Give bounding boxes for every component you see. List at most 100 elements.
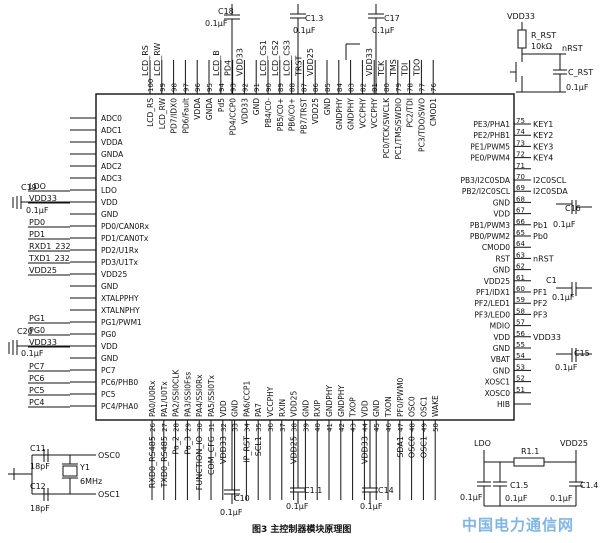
top-pin-11-num: 89 <box>277 83 285 92</box>
top-pin-23-num: 77 <box>418 83 426 92</box>
c15-val: 0.1μF <box>555 363 578 372</box>
right-pin-5-name: PB3/I2C0SDA <box>461 176 511 185</box>
bottom-pin-24-num: 50 <box>432 423 440 432</box>
top-pin-15-name: GND <box>323 98 332 115</box>
top-pin-6-name: Pd5 <box>217 98 226 112</box>
top-pin-13-name: PB7/TRST <box>299 98 308 135</box>
left-pin-0-name: ADC0 <box>101 114 122 123</box>
top-pin-11-name: PB5/C0+ <box>276 98 285 131</box>
right-pin-18-name: MDIO <box>490 322 510 331</box>
top-pin-12-net: LCD_CS3 <box>283 40 292 76</box>
capacitor-c17: C17 0.1μF <box>345 4 400 94</box>
right-pin-25-name: HIB <box>497 400 510 409</box>
c1-4-ref: C1.4 <box>580 481 598 490</box>
crst-ref: C_RST <box>568 68 593 77</box>
bottom-pin-1-name: PA1/U0Tx <box>160 381 169 417</box>
right-pin-13-name: GND <box>493 266 510 275</box>
top-pin-0-num: 100 <box>147 79 155 92</box>
c16-ref: C16 <box>565 204 581 213</box>
bottom-pin-10-num: 36 <box>267 422 275 431</box>
top-pin-1-num: 99 <box>159 83 167 92</box>
left-pin-22-net: PC6 <box>29 374 45 383</box>
right-pin-16-name: PF2/LED1 <box>474 299 510 308</box>
left-pin-3-name: GNDA <box>101 150 124 159</box>
right-pin-3-net: KEY4 <box>533 154 553 163</box>
top-pin-1-name: LCD_RW <box>158 97 167 129</box>
bottom-pin-11-num: 37 <box>279 423 287 432</box>
resistor-r1-1 <box>513 457 545 467</box>
right-pin-24-num: 51 <box>516 386 525 394</box>
top-pin-9-name: GND <box>252 98 261 115</box>
top-pin-1-net: LCD_RW <box>153 43 162 76</box>
c20-val: 0.1μF <box>21 349 44 358</box>
right-pin-12-name: RST <box>495 254 510 263</box>
left-pin-19-net: VDD33 <box>29 338 57 347</box>
bottom-pin-18-name: VDD <box>360 400 369 417</box>
top-pin-18-name: VCCPHY <box>358 98 367 129</box>
right-pin-9-num: 66 <box>516 218 525 226</box>
capacitor-c1-1: C1.1 0.1μF <box>286 420 322 511</box>
resistor-rrst <box>517 29 527 49</box>
bottom-pin-21-name: PF0/PWM0 <box>396 377 405 417</box>
bottom-pin-3-name: PA3/SSI0Fss <box>183 372 192 417</box>
top-pin-21-num: 79 <box>395 83 403 92</box>
top-pin-22-net: TDI <box>401 63 410 77</box>
top-pin-6-num: 94 <box>218 83 226 92</box>
right-pin-7-name: GND <box>493 198 510 207</box>
bottom-pin-13-name: GND <box>301 400 310 417</box>
left-pin-5-name: ADC3 <box>101 174 122 183</box>
c1-ref: C1 <box>546 276 557 285</box>
top-pin-11-net: LCD_CS2 <box>271 40 280 76</box>
top-pin-23-name: PC3/TDO/SWO <box>417 98 426 152</box>
right-pin-9-net: Pb1 <box>533 221 548 230</box>
vdd25-label: VDD25 <box>560 439 588 448</box>
c17-ref: C17 <box>384 14 400 23</box>
ldo-cap-val: 0.1μF <box>460 493 483 502</box>
left-pin-4-name: ADC2 <box>101 162 122 171</box>
left-pin-18-net: PG0 <box>29 326 45 335</box>
c1-1-val: 0.1μF <box>286 502 309 511</box>
bottom-pin-15-name: GNDPHY <box>325 385 334 417</box>
bottom-pin-19-num: 45 <box>373 423 381 432</box>
top-pin-22-name: PC2/TDI <box>406 98 415 128</box>
r1-1-ref: R1.1 <box>521 447 539 456</box>
top-pin-12-num: 88 <box>289 83 297 92</box>
right-pin-1-net: KEY2 <box>533 131 553 140</box>
top-pin-24-name: CMOD1 <box>429 98 438 126</box>
reset-vdd33-label: VDD33 <box>507 12 535 21</box>
left-pin-17-name: PG1/PWM1 <box>101 318 142 327</box>
bottom-pin-14-num: 40 <box>314 423 322 432</box>
figure-caption: 图3 主控制器模块原理图 <box>252 523 351 535</box>
bottom-pin-0-num: 26 <box>149 422 157 431</box>
right-pin-6-num: 69 <box>516 184 525 192</box>
top-pin-17-num: 83 <box>348 83 356 92</box>
y1-val: 6MHz <box>80 477 102 486</box>
bottom-pin-5-name: PA5/SSI0Tx <box>207 374 216 417</box>
bottom-pin-group: PA0/U0Rx26RXD0_RS485PA1/U0Tx27TXD0_RS485… <box>148 369 440 500</box>
bottom-pin-6-name: VDD <box>219 400 228 417</box>
top-pin-4-name: VDDA <box>193 97 202 120</box>
top-pin-20-name: PC0/TCK/SWCLK <box>382 97 391 158</box>
bottom-pin-7-name: GND <box>231 400 240 417</box>
top-pin-14-name: VDD25 <box>311 98 320 124</box>
right-pin-14-num: 61 <box>516 274 525 282</box>
left-pin-7-name: VDD <box>101 198 118 207</box>
right-pin-19-num: 56 <box>516 330 525 338</box>
c14-ref: C14 <box>378 486 394 495</box>
right-pin-16-num: 59 <box>516 296 525 304</box>
left-pin-15-name: XTALPPHY <box>101 294 139 303</box>
right-pin-10-net: Pb0 <box>533 232 548 241</box>
right-pin-22-num: 53 <box>516 363 525 371</box>
right-pin-24-name: XOSC0 <box>485 389 511 398</box>
right-pin-20-name: GND <box>493 344 510 353</box>
right-pin-17-num: 58 <box>516 307 525 315</box>
right-pin-21-num: 54 <box>516 352 525 360</box>
left-pin-10-net: PD1 <box>29 230 45 239</box>
left-pin-6-net: LDO <box>29 182 46 191</box>
ldo-filter: LDO VDD25 R1.1 0.1μF C1.5 0.1μF C1.4 0.1… <box>460 439 598 507</box>
bottom-pin-14-name: RXIP <box>313 399 322 417</box>
top-pin-2-name: PD7/IDX0 <box>170 98 179 134</box>
bottom-pin-2-num: 28 <box>173 423 181 432</box>
c12-ref: C12 <box>30 482 46 491</box>
